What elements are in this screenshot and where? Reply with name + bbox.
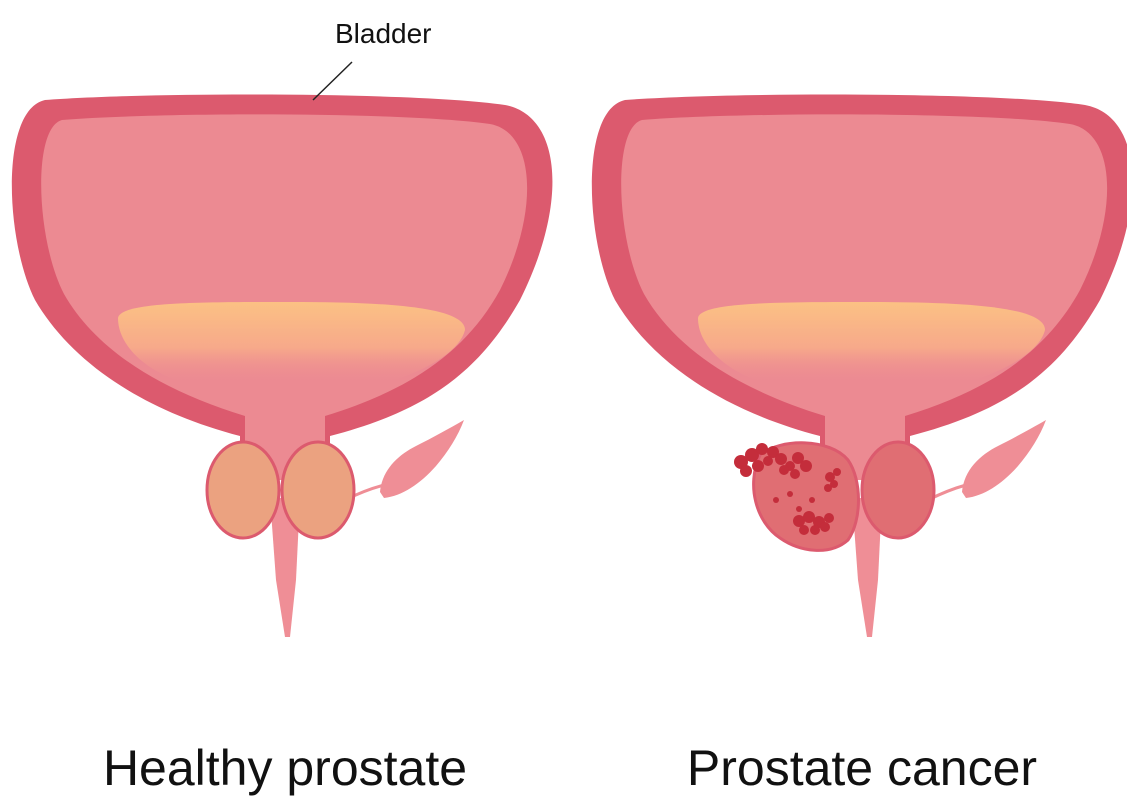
bladder-lumen xyxy=(621,114,1107,480)
cancer-caption: Prostate cancer xyxy=(687,740,1037,796)
bladder-lumen xyxy=(41,114,527,480)
cancer-diagram xyxy=(592,95,1127,637)
prostate-lobe-right xyxy=(862,442,934,538)
seminal-vesicle xyxy=(962,420,1046,498)
bladder-leader-line xyxy=(313,62,352,100)
prostate-lobe-left xyxy=(207,442,279,538)
healthy-diagram xyxy=(12,95,553,637)
seminal-vesicle xyxy=(380,420,464,498)
healthy-caption: Healthy prostate xyxy=(103,740,467,796)
bladder-label: Bladder xyxy=(335,18,432,49)
prostate-lobe-right xyxy=(282,442,354,538)
urine xyxy=(118,302,465,385)
urine xyxy=(698,302,1045,385)
